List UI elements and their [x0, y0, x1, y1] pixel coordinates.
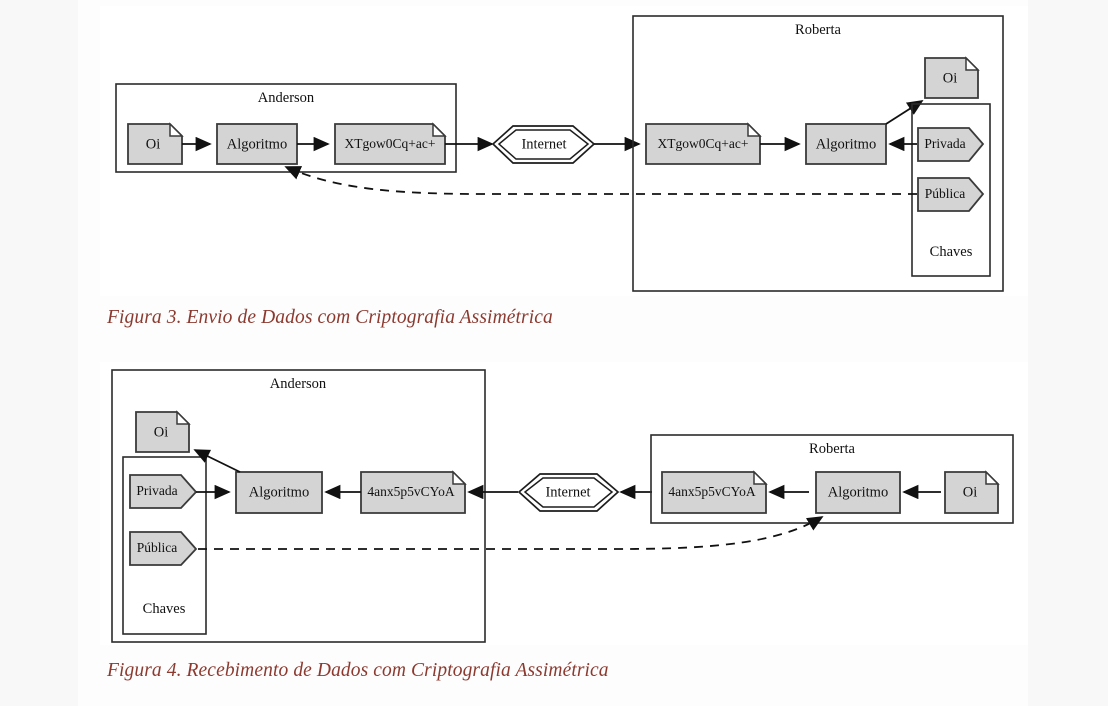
container-roberta-label-f4: Roberta — [809, 441, 855, 457]
node-algoritmo-sender-label-f4: Algoritmo — [828, 484, 888, 500]
node-key-privada-f3: Privada — [917, 127, 985, 162]
node-cipher-receiver-label-f3: XTgow0Cq+ac+ — [658, 136, 749, 151]
node-algoritmo-receiver-label-f4: Algoritmo — [249, 484, 309, 500]
node-oi-sender-label-f3: Oi — [146, 136, 161, 152]
node-oi-receiver-f3: Oi — [924, 56, 980, 99]
node-oi-receiver-label-f3: Oi — [943, 70, 958, 86]
container-anderson-label-f4: Anderson — [270, 376, 327, 392]
figure-3-caption: Figura 3. Envio de Dados com Criptografi… — [107, 307, 553, 328]
node-key-publica-label-f3: Pública — [925, 186, 966, 201]
container-chaves-label-f4: Chaves — [143, 601, 186, 617]
node-cipher-sender-label-f4: 4anx5p5vCYoA — [668, 484, 755, 499]
figure-4-svg: Anderson Oi Chaves Privada Pública — [111, 369, 1014, 643]
node-algoritmo-receiver-f4: Algoritmo — [235, 471, 323, 514]
edge-algoritmo-to-oi-f4 — [193, 449, 241, 473]
node-key-privada-f4: Privada — [129, 474, 198, 509]
node-key-publica-label-f4: Pública — [137, 540, 178, 555]
container-chaves-f3 — [911, 103, 991, 277]
node-cipher-sender-label-f3: XTgow0Cq+ac+ — [345, 136, 436, 151]
edge-publica-to-algoritmo-f4 — [198, 516, 824, 550]
node-algoritmo-sender-label-f3: Algoritmo — [227, 136, 287, 152]
container-chaves-label-f3: Chaves — [930, 244, 973, 260]
container-roberta-f4 — [650, 434, 1014, 524]
node-oi-sender-f4: Oi — [944, 470, 1000, 514]
figure-3-image: Anderson Oi Algoritmo XTgow0Cq+ac+ — [100, 6, 1028, 296]
node-algoritmo-receiver-label-f3: Algoritmo — [816, 136, 876, 152]
node-internet-f4: Internet — [517, 473, 620, 512]
node-cipher-sender-f4: 4anx5p5vCYoA — [661, 470, 768, 514]
container-roberta-f3 — [632, 15, 1004, 292]
node-internet-f3: Internet — [491, 125, 596, 164]
edge-algoritmo-to-oi-f3 — [885, 100, 924, 125]
node-key-privada-label-f3: Privada — [924, 136, 965, 151]
node-cipher-receiver-f4: 4anx5p5vCYoA — [360, 470, 467, 514]
node-cipher-sender-f3: XTgow0Cq+ac+ — [334, 122, 447, 165]
node-internet-label-f3: Internet — [521, 136, 566, 152]
node-key-publica-f3: Pública — [917, 177, 985, 212]
container-anderson-f4 — [111, 369, 486, 643]
node-oi-sender-label-f4: Oi — [963, 484, 978, 500]
container-anderson-label-f3: Anderson — [258, 90, 315, 106]
figure-4-caption: Figura 4. Recebimento de Dados com Cript… — [107, 660, 609, 681]
figure-3-svg: Anderson Oi Algoritmo XTgow0Cq+ac+ — [115, 15, 1004, 292]
edge-publica-to-algoritmo-f3 — [284, 166, 917, 195]
node-oi-receiver-label-f4: Oi — [154, 424, 169, 440]
container-chaves-f4 — [122, 456, 207, 635]
node-algoritmo-sender-f3: Algoritmo — [216, 123, 298, 165]
node-cipher-receiver-f3: XTgow0Cq+ac+ — [645, 122, 762, 165]
node-cipher-receiver-label-f4: 4anx5p5vCYoA — [367, 484, 454, 499]
figure-4-image: Anderson Oi Chaves Privada Pública — [100, 362, 1028, 645]
node-oi-sender-f3: Oi — [127, 122, 184, 165]
node-key-publica-f4: Pública — [129, 531, 198, 566]
node-internet-label-f4: Internet — [545, 484, 590, 500]
node-algoritmo-receiver-f3: Algoritmo — [805, 123, 887, 165]
container-roberta-label-f3: Roberta — [795, 22, 841, 38]
node-oi-receiver-f4: Oi — [135, 410, 191, 453]
node-algoritmo-sender-f4: Algoritmo — [815, 471, 901, 514]
node-key-privada-label-f4: Privada — [136, 483, 177, 498]
